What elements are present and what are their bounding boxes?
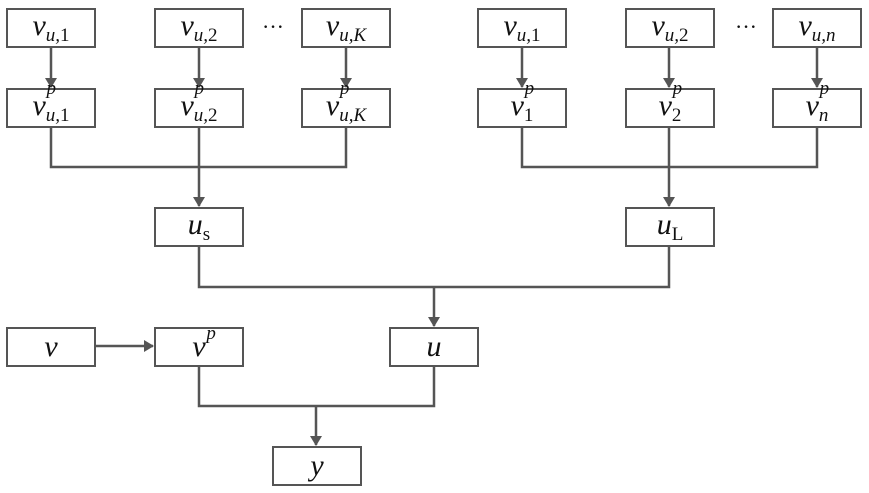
node-v-u-1: vu,1 <box>6 8 96 48</box>
ellipsis-left: ··· <box>262 14 284 39</box>
node-v-u-2: vu,2 <box>154 8 244 48</box>
node-v: v <box>6 327 96 367</box>
bus-us-ul <box>197 247 671 289</box>
bus-vp-u <box>197 366 436 408</box>
node-u: u <box>389 327 479 367</box>
ellipsis-right: ··· <box>735 14 757 39</box>
node-u-L: uL <box>625 207 715 247</box>
node-u-s: us <box>154 207 244 247</box>
node-v-u-n: vu,n <box>772 8 862 48</box>
node-y: y <box>272 446 362 486</box>
node-v-u-2-right: vu,2 <box>625 8 715 48</box>
node-v-u-K: vu,K <box>301 8 391 48</box>
node-v-u-1-right: vu,1 <box>477 8 567 48</box>
